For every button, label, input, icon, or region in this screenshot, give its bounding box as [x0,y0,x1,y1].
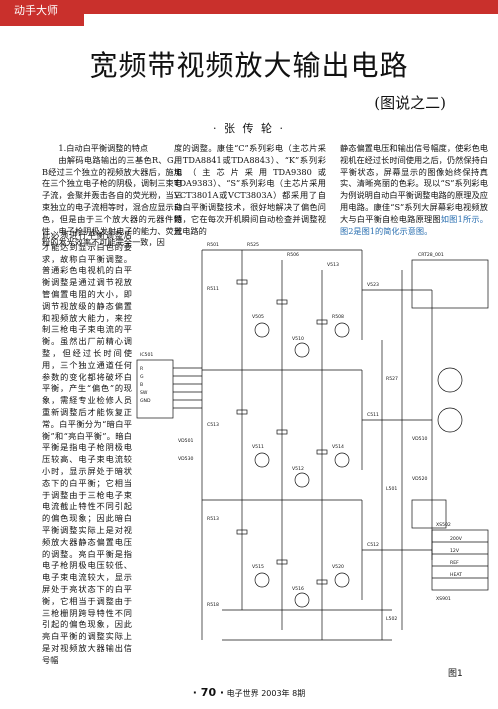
pin-label: REF [450,560,459,566]
component-label: V514 [332,444,344,450]
header-band [0,0,498,14]
pin-label: GND [140,398,151,404]
pin-label: G [140,374,144,380]
section-tab: 动手大师 [0,0,84,26]
column-3: 静态偏置电压和输出信号幅度，使彩色电视机在经过长时间使用之后，仍然保持白平衡状态… [340,143,488,237]
section-heading: 1.白动白平衡调整的特点 [58,143,149,153]
figure-label: 图1 [448,669,463,679]
paragraph: 由解码电路输出的三基色R、G、B经过三个独立的视频放大器后，施加在三个独立电子枪… [42,154,182,248]
component-label: R511 [207,286,219,292]
pin-label: B [140,382,143,388]
component-label: R506 [287,252,299,258]
page-footer: · 70 · 电子世界 2003年 8期 [0,686,498,699]
component-label: V510 [292,336,304,342]
column-1-narrow: 此必须进行平衡调整后才能达到显示白色的要求，故称白平衡调整。普通彩色电视机的白平… [42,230,132,666]
circuit-wires [136,249,489,641]
component-label: L502 [386,616,397,622]
pin-label: 200V [450,536,463,542]
connector-label: XS901 [436,596,451,602]
column-1: 1.白动白平衡调整的特点 由解码电路输出的三基色R、G、B经过三个独立的视频放大… [42,143,182,249]
component-label: L501 [386,486,397,492]
component-label: V523 [367,282,379,288]
component-label: V515 [252,564,264,570]
paragraph: 度的调整。康佳“C”系列彩电（主芯片采用TDA8841或TDA8843）、“K”… [174,143,326,236]
component-label: V520 [332,564,344,570]
component-label: R518 [207,602,219,608]
author-line: · 张 传 轮 · [213,122,285,135]
component-label: VD510 [412,436,428,442]
page-number: · 70 · [192,686,225,699]
component-label: VD530 [178,456,194,462]
paragraph: 此必须进行平衡调整后才能达到显示白色的要求，故称白平衡调整。普通彩色电视机的白平… [42,230,132,665]
column-2: 度的调整。康佳“C”系列彩电（主芯片采用TDA8841或TDA8843）、“K”… [174,143,326,237]
pin-label: R [140,366,144,372]
circuit-labels: IC501 R G B SW GND CRT28_001 R501 R525 R… [140,242,463,622]
pin-label: HEAT [450,572,462,578]
connector-label: XS502 [436,522,451,528]
component-label: R513 [207,516,219,522]
component-label: V505 [252,314,264,320]
component-label: C511 [367,412,379,418]
component-label: V511 [252,444,264,450]
article-subtitle: (图说之二) [374,94,446,112]
pin-label: SW [140,390,148,396]
component-label: V512 [292,466,304,472]
component-label: C512 [367,542,379,548]
component-label: R527 [386,376,398,382]
component-label: C513 [207,422,219,428]
crt-label: CRT28_001 [418,252,444,258]
paragraph: 静态偏置电压和输出信号幅度，使彩色电视机在经过长时间使用之后，仍然保持白平衡状态… [340,143,488,236]
component-label: R501 [207,242,219,248]
component-label: V513 [327,262,339,268]
component-label: R525 [247,242,259,248]
pin-label: 12V [450,548,460,554]
ic-label: IC501 [140,352,153,358]
component-label: VD501 [178,438,194,444]
component-label: R508 [332,314,344,320]
component-label: V516 [292,586,304,592]
journal-issue: 电子世界 2003年 8期 [226,689,306,698]
circuit-diagram: IC501 R G B SW GND CRT28_001 R501 R525 R… [136,242,489,641]
article-title: 宽频带视频放大输出电路 [89,49,409,82]
component-label: VD520 [412,476,428,482]
